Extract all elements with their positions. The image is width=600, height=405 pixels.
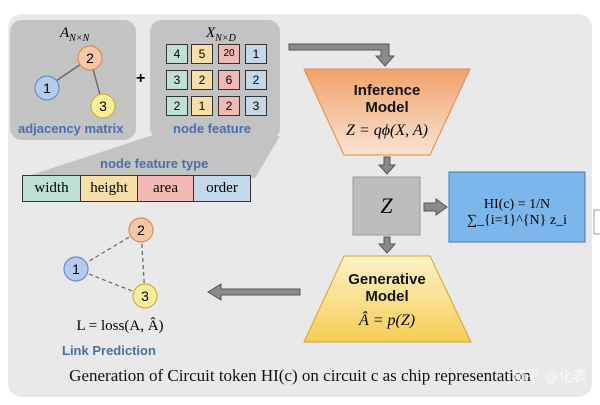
node-feature-title: XN×D [206, 25, 236, 45]
arrow-z-to-hi [423, 198, 448, 216]
graph-node-2 [77, 45, 103, 71]
feature-cell: 2 [166, 96, 188, 116]
generative-title-line2: Model [365, 288, 409, 305]
feature-type-height: height [80, 175, 138, 202]
generative-model-title: Generative Model [340, 271, 434, 305]
link-node-1 [63, 256, 89, 282]
arrow-z-to-generative [377, 236, 397, 254]
feature-cell: 6 [218, 70, 240, 90]
inference-title-line1: Inference [353, 82, 421, 99]
inference-title-line2: Model [365, 99, 409, 116]
arrow-to-inference [288, 43, 396, 67]
loss-formula: L = loss(A, Â) [76, 318, 164, 334]
graph-node-3-label: 3 [99, 98, 107, 114]
inference-model-shape [303, 68, 471, 156]
graph-node-2-label: 2 [86, 50, 94, 66]
link-node-2-label: 2 [137, 222, 145, 238]
inference-formula: Z = qϕ(X, A) [346, 122, 428, 139]
watermark: 知乎 @化表 [512, 369, 587, 385]
feature-type-order: order [193, 175, 251, 202]
adjacency-box [10, 20, 136, 140]
graph-node-3 [90, 93, 116, 119]
feature-cell: 2 [191, 70, 213, 90]
feature-cell: 1 [245, 44, 267, 64]
generative-title-line1: Generative [348, 271, 426, 288]
hi-formula: HI(c) = 1/N ∑_{i=1}^{N} z_i [467, 197, 567, 228]
link-edge-2-1 [75, 229, 142, 270]
link-node-1-label: 1 [72, 261, 80, 277]
generative-model-shape [303, 255, 472, 343]
partial-box-edge [593, 209, 600, 235]
adjacency-matrix-label: adjacency matrix [18, 121, 124, 136]
link-node-3 [132, 283, 158, 309]
feature-type-width: width [22, 175, 81, 202]
link-prediction-label: Link Prediction [62, 343, 156, 358]
adjacency-title: AN×N [60, 25, 90, 45]
graph-node-1 [34, 75, 60, 101]
hi-box [448, 171, 586, 243]
feature-cell: 20 [218, 44, 240, 64]
z-label: Z [380, 193, 393, 218]
feature-cell: 3 [245, 96, 267, 116]
generative-formula: Â = p(Z) [358, 312, 416, 329]
feature-cell: 2 [218, 96, 240, 116]
graph-node-1-label: 1 [43, 80, 51, 96]
link-node-2 [128, 217, 154, 243]
link-edge-1-3 [75, 268, 146, 297]
feature-cell: 1 [191, 96, 213, 116]
arrow-inference-to-z [377, 156, 397, 175]
node-feature-label: node feature [173, 121, 252, 136]
plus-sign: + [136, 70, 146, 87]
link-prediction-graph: 2 1 3 [63, 217, 158, 309]
feature-cell: 2 [245, 70, 267, 90]
inference-model-title: Inference Model [340, 82, 434, 116]
feature-cell: 5 [191, 44, 213, 64]
feature-type-area: area [137, 175, 194, 202]
figure-caption: Generation of Circuit token HI(c) on cir… [69, 366, 531, 385]
feature-cell: 3 [166, 70, 188, 90]
z-box [352, 176, 421, 236]
adjacency-graph: 2 1 3 [34, 45, 116, 119]
node-feature-type-title: node feature type [100, 156, 209, 171]
arrow-to-link-prediction [207, 283, 301, 301]
link-node-3-label: 3 [141, 288, 149, 304]
feature-cell: 4 [166, 44, 188, 64]
